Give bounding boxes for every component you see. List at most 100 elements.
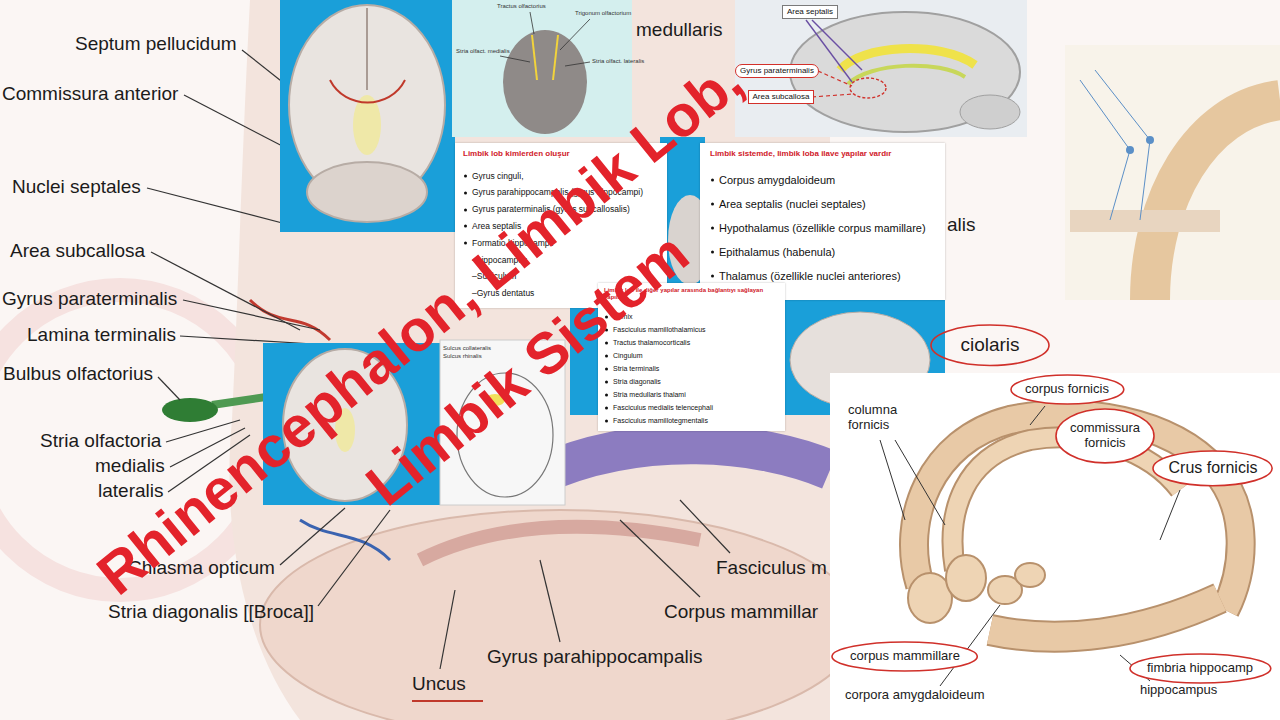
part-label: Gyrus paraterminalis <box>2 288 177 310</box>
list-item: Stria diagonalis <box>604 375 779 388</box>
inset-label: Trigonum olfactorium <box>575 10 631 17</box>
list-item: Cingulum <box>604 349 779 362</box>
leader-line <box>1160 490 1180 540</box>
blood-vessel <box>330 80 405 103</box>
part-label: Nuclei septales <box>12 176 141 198</box>
leader-line <box>147 188 290 225</box>
leader-line <box>183 300 320 330</box>
leader-line <box>680 500 730 553</box>
term-box: Area subcallosa <box>748 90 815 104</box>
leader-line <box>620 520 700 597</box>
part-label: Lamina terminalis <box>27 324 176 346</box>
olfactory-diagram <box>1150 100 1280 300</box>
brain-photo <box>307 162 427 222</box>
olfactory-tract <box>553 35 558 80</box>
leader-line <box>1030 406 1045 425</box>
label-ellipse <box>1130 654 1271 683</box>
mammillary-body <box>946 555 986 601</box>
fornix-body <box>953 437 1180 570</box>
pointer-line <box>818 71 852 86</box>
term-text: Area subcallosa <box>753 92 810 102</box>
photo-panel <box>280 0 455 232</box>
inset-label: Stria olfact. lateralis <box>592 58 644 65</box>
part-label: alis <box>947 214 976 236</box>
hippocampus-shape <box>990 598 1220 637</box>
term-text: Area septalis <box>787 7 833 17</box>
blood-vessel <box>250 300 330 340</box>
nerve-line <box>1080 80 1130 220</box>
label-ellipse <box>1056 409 1154 463</box>
part-label: corpora amygdaloideum <box>845 688 984 703</box>
underline-mark <box>412 700 483 702</box>
list-item: Stria medullaris thalami <box>604 388 779 401</box>
region-outline <box>850 78 886 98</box>
leader-line <box>440 590 455 669</box>
fornix-panel <box>830 373 1280 720</box>
circled-label: fimbria hippocamp <box>1129 653 1272 684</box>
leader-line <box>158 377 180 400</box>
list-item: Stria terminalis <box>604 362 779 375</box>
label-ellipse <box>931 325 1049 365</box>
inset-panel <box>735 0 1027 137</box>
circled-label: corpus fornicis <box>1010 374 1125 405</box>
olfactory-tract <box>532 35 537 80</box>
inset-label: Stria olfact. medialis <box>456 48 510 55</box>
nerve-cell <box>1126 146 1134 154</box>
leader-line <box>895 440 945 525</box>
part-label: Commissura anterior <box>2 83 178 105</box>
part-label: Septum pellucidum <box>75 33 237 55</box>
term-text: corpus fornicis <box>1025 382 1109 397</box>
circled-label: ciolaris <box>930 324 1050 366</box>
part-label: Stria olfactoria <box>40 430 161 452</box>
part-label: Corpus mammillar <box>664 601 818 623</box>
fornix-outline <box>953 437 1180 570</box>
leader-line <box>880 440 905 520</box>
list-item: Fasciculus mamillotegmentalis <box>604 414 779 427</box>
part-label: hippocampus <box>1140 683 1217 698</box>
leader-line <box>560 19 590 50</box>
term-text: ciolaris <box>960 334 1019 356</box>
nerve-cell <box>1146 136 1154 144</box>
brain-photo <box>366 8 368 90</box>
gyrus-cinguli-band <box>540 444 830 475</box>
hippocampal-band <box>420 527 700 560</box>
term-text: corpus mammillare <box>850 649 960 664</box>
list-item: Fasciculus medialis telencephali <box>604 401 779 414</box>
leader-line <box>500 56 530 62</box>
leader-line <box>540 560 560 642</box>
part-label: medullaris <box>636 19 723 41</box>
term-text: Crus fornicis <box>1169 459 1258 477</box>
circled-label: corpus mammillare <box>831 641 978 672</box>
circled-label: Crus fornicis <box>1152 450 1273 487</box>
term-text: commissura fornicis <box>1069 421 1141 451</box>
olfactory-diagram <box>1070 210 1220 232</box>
label-ellipse <box>1011 375 1124 404</box>
circled-label: commissura fornicis <box>1055 408 1155 464</box>
nerve-line <box>1095 70 1150 220</box>
term-text: fimbria hippocamp <box>1147 661 1253 676</box>
part-label: columna fornicis <box>848 403 918 433</box>
inset-panel <box>1065 45 1280 300</box>
part-label: Gyrus parahippocampalis <box>487 646 702 668</box>
part-label: Bulbus olfactorius <box>3 363 153 385</box>
part-label: Fasciculus m <box>716 557 827 579</box>
part-label: medialis <box>95 455 165 477</box>
leader-line <box>184 95 290 150</box>
label-ellipse <box>832 642 977 671</box>
overlay-title: Rhinencephalon, Limbik Lob, Limbik Siste… <box>74 0 884 698</box>
inset-label: Tractus olfactorius <box>497 3 546 10</box>
part-label: Area subcallosa <box>10 240 145 262</box>
olfactory-bulb <box>162 398 218 422</box>
pointer-line <box>812 94 854 97</box>
term-box: Area septalis <box>782 5 838 19</box>
label-ellipse <box>1153 451 1272 486</box>
leader-line <box>565 62 590 66</box>
fornix-arc <box>848 66 965 84</box>
brain-section <box>960 95 1020 129</box>
leader-line <box>530 12 534 34</box>
brain-photo <box>353 95 381 155</box>
brain-photo <box>503 30 587 134</box>
part-label: Uncus <box>412 673 466 695</box>
hippocampus-shape <box>990 598 1220 637</box>
amygdala-shape <box>1015 563 1045 587</box>
